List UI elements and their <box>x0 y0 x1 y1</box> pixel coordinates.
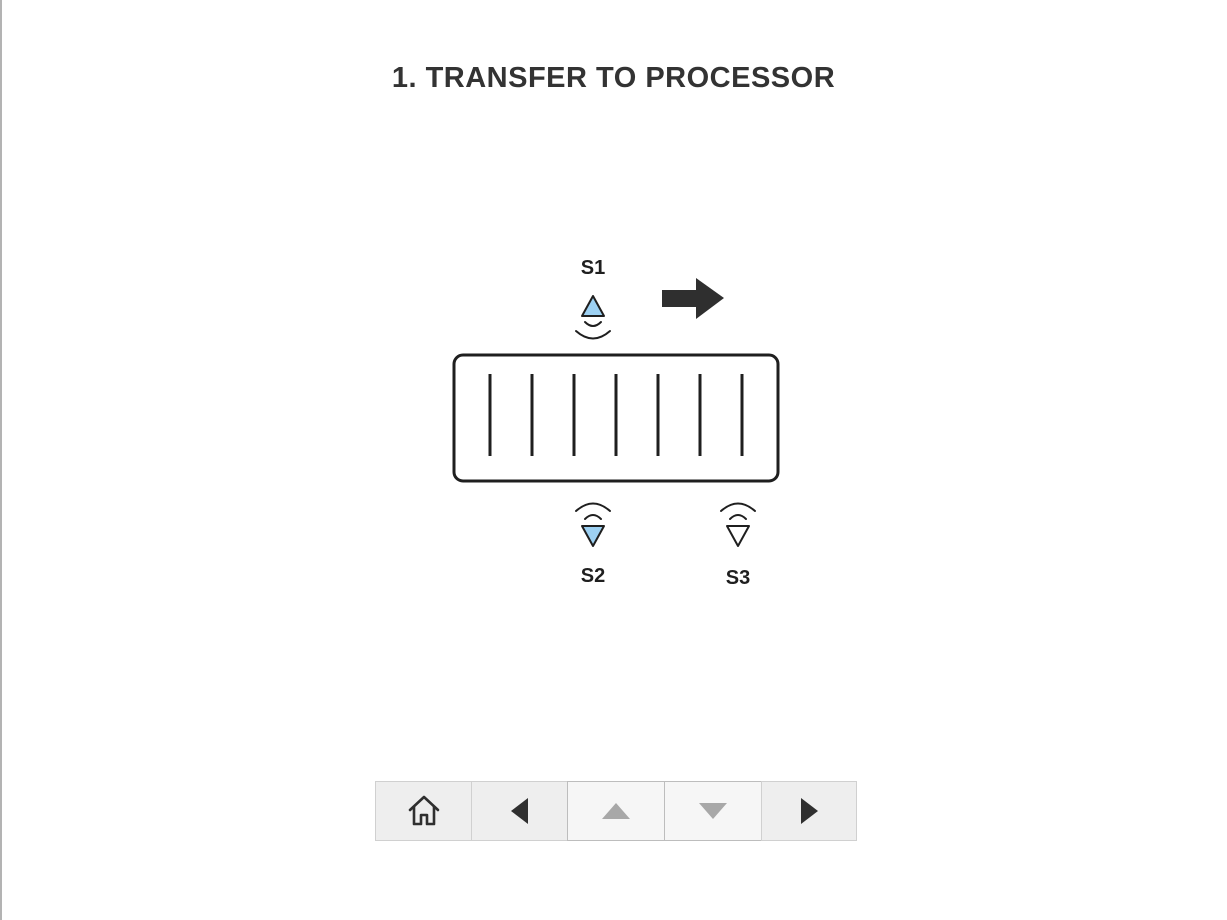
sensor-s1-icon <box>581 295 605 317</box>
previous-button[interactable] <box>471 781 568 841</box>
sensor-s2-label: S2 <box>581 565 605 587</box>
sensor-s3-label: S3 <box>726 567 750 589</box>
sensor-s2-icon <box>581 525 605 547</box>
page-title: 1. TRANSFER TO PROCESSOR <box>391 62 836 94</box>
home-icon <box>408 795 439 826</box>
sensor-s2: S2 <box>575 502 611 587</box>
navigation-bar <box>375 781 857 841</box>
sensor-s1: S1 <box>575 257 611 340</box>
next-button[interactable] <box>761 781 857 841</box>
direction-arrow-icon <box>662 278 724 319</box>
sensor-s3-wave-outer <box>720 502 756 512</box>
sensor-s1-wave-inner <box>584 321 602 327</box>
sensor-s3-icon <box>726 525 750 547</box>
sensor-s2-wave-inner <box>584 514 602 520</box>
sensor-s3: S3 <box>720 502 756 589</box>
triangle-up-icon <box>602 803 630 819</box>
sensor-s1-label: S1 <box>581 257 605 279</box>
home-button[interactable] <box>375 781 472 841</box>
sensor-s1-wave-outer <box>575 330 611 340</box>
left-border <box>0 0 2 920</box>
triangle-left-icon <box>510 798 528 824</box>
rack <box>452 353 780 483</box>
triangle-right-icon <box>801 798 818 824</box>
up-button[interactable] <box>567 781 665 841</box>
triangle-down-icon <box>699 803 727 819</box>
sensor-s2-wave-outer <box>575 502 611 512</box>
down-button[interactable] <box>664 781 762 841</box>
sensor-s3-wave-inner <box>729 514 747 520</box>
